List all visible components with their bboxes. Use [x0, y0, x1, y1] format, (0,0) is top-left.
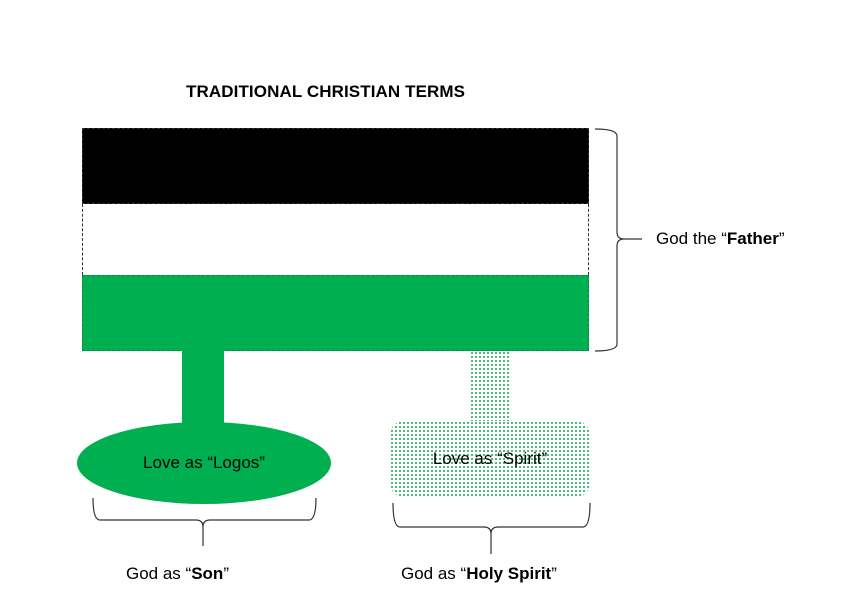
father-label-suffix: ”: [778, 229, 785, 248]
holy-spirit-label-bold: Holy Spirit: [466, 564, 552, 583]
father-band-white: [82, 204, 589, 275]
son-label-prefix: God as “: [126, 564, 192, 583]
son-label-suffix: ”: [223, 564, 229, 583]
son-label-bold: Son: [191, 564, 224, 583]
spirit-text: Love as “Spirit”: [432, 449, 548, 468]
logos-ellipse: Love as “Logos”: [77, 422, 331, 504]
father-label-bold: Father: [726, 229, 779, 248]
father-band-green: [82, 275, 589, 351]
logos-text: Love as “Logos”: [143, 453, 265, 472]
father-label: God the “Father”: [656, 229, 785, 249]
spirit-brace: [392, 502, 591, 554]
diagram-title: TRADITIONAL CHRISTIAN TERMS: [186, 82, 466, 101]
holy-spirit-label-prefix: God as “: [401, 564, 467, 583]
father-brace: [594, 128, 642, 352]
father-label-prefix: God the “: [656, 229, 727, 248]
holy-spirit-label-suffix: ”: [551, 564, 557, 583]
spirit-stem: [470, 351, 511, 423]
father-band-black: [82, 128, 589, 204]
holy-spirit-label: God as “Holy Spirit”: [401, 564, 557, 584]
son-stem: [182, 350, 224, 430]
spirit-rounded-rect: Love as “Spirit”: [390, 421, 590, 497]
son-brace: [92, 497, 317, 546]
son-label: God as “Son”: [126, 564, 229, 584]
